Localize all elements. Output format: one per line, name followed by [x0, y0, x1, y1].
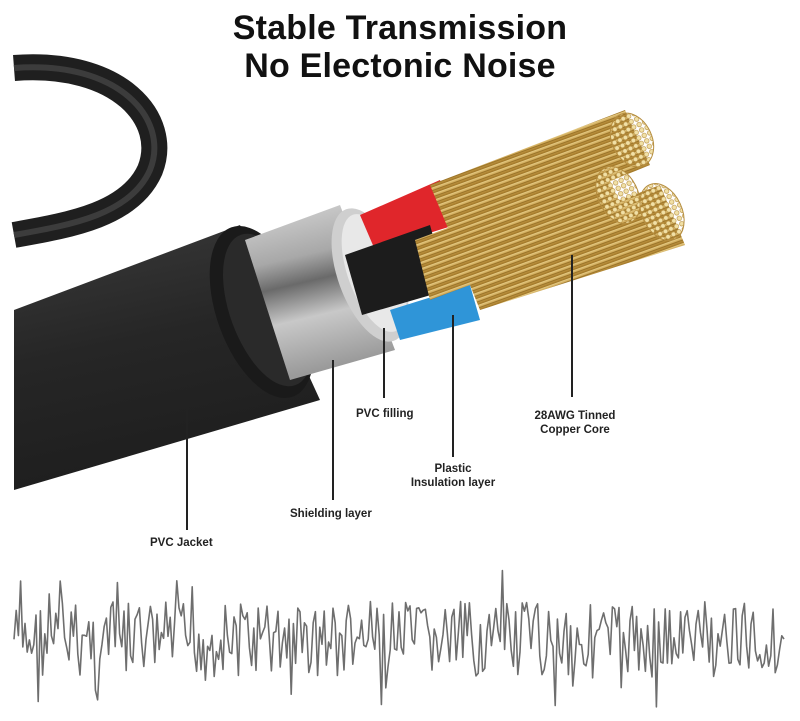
label-plastic-insulation-line1: Plastic	[434, 463, 472, 475]
label-copper-core: 28AWG Tinned Copper Core	[530, 409, 620, 437]
label-plastic-insulation-line2: Insulation layer	[410, 477, 496, 489]
label-plastic-insulation: Plastic Insulation layer	[405, 462, 501, 490]
copper-cores	[415, 110, 685, 310]
leader-line-copper-core	[571, 255, 573, 397]
label-copper-core-line1: 28AWG Tinned	[534, 410, 616, 422]
noise-waveform	[13, 569, 785, 708]
leader-line-insulation	[452, 315, 454, 457]
headline-line-2: No Electonic Noise	[244, 47, 556, 85]
label-pvc-jacket: PVC Jacket	[150, 537, 213, 549]
leader-line-pvc-jacket	[186, 390, 188, 530]
label-copper-core-line2: Copper Core	[540, 424, 610, 436]
headline-line-1: Stable Transmission	[232, 9, 568, 47]
label-pvc-filling: PVC filling	[356, 408, 414, 420]
cable-loop	[11, 54, 168, 248]
leader-line-pvc-filling	[383, 328, 385, 398]
leader-line-shielding	[332, 360, 334, 500]
label-shielding-layer: Shielding layer	[290, 508, 372, 520]
